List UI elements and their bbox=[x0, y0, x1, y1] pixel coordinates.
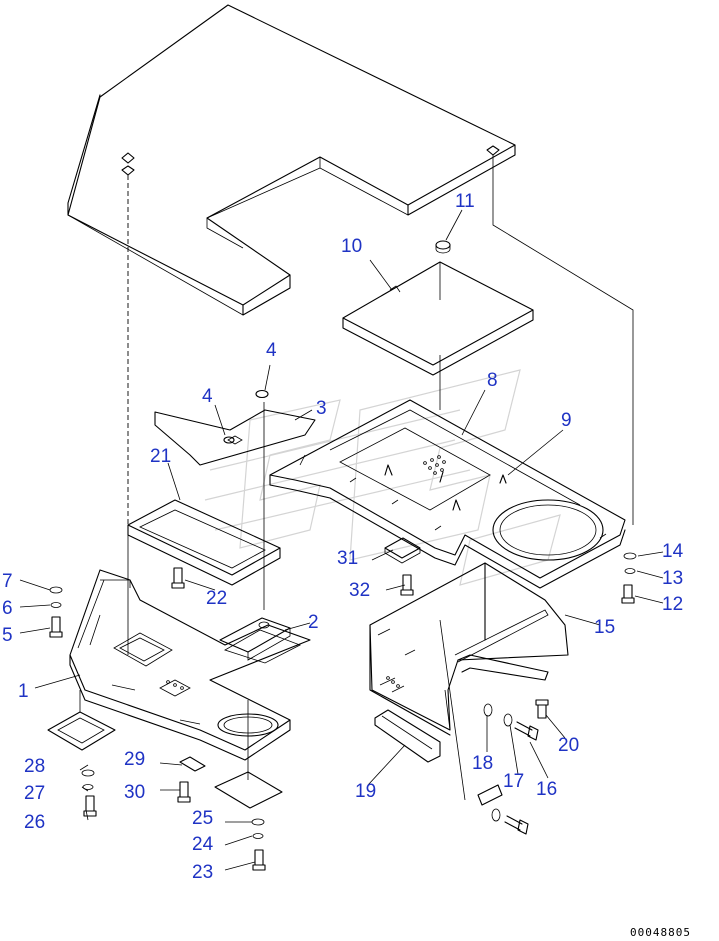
callout-31: 31 bbox=[337, 548, 358, 569]
watermark-logo bbox=[204, 369, 561, 586]
drawing-code: 00048805 bbox=[630, 926, 691, 939]
part-28-pad bbox=[47, 711, 116, 751]
callout-26: 26 bbox=[24, 812, 45, 833]
callout-9: 9 bbox=[561, 410, 572, 431]
part-19-edge-seal bbox=[374, 709, 441, 763]
callout-30: 30 bbox=[124, 782, 145, 803]
callout-21: 21 bbox=[150, 446, 171, 467]
callout-12: 12 bbox=[662, 594, 683, 615]
callout-14: 14 bbox=[662, 541, 684, 562]
callout-8: 8 bbox=[487, 370, 498, 391]
bolts-and-washers bbox=[49, 552, 637, 871]
assembly-guide-lines bbox=[79, 155, 634, 801]
part-4-grommets bbox=[223, 389, 269, 444]
part-23-cover-sheet bbox=[214, 771, 283, 809]
part-8-floor-plate bbox=[269, 399, 626, 589]
callout-25: 25 bbox=[192, 808, 213, 829]
callout-6: 6 bbox=[2, 598, 13, 619]
callout-13: 13 bbox=[662, 568, 683, 589]
callout-29: 29 bbox=[124, 749, 145, 770]
callout-10: 10 bbox=[341, 236, 362, 257]
part-11-grommet bbox=[435, 240, 451, 254]
part-15-side-cover bbox=[369, 562, 569, 736]
callout-32: 32 bbox=[349, 580, 370, 601]
callout-18: 18 bbox=[472, 753, 493, 774]
top-cover-panel bbox=[67, 4, 516, 316]
part-31-plate bbox=[384, 537, 421, 564]
callout-27: 27 bbox=[24, 783, 45, 804]
callout-1: 1 bbox=[18, 681, 29, 702]
callout-5: 5 bbox=[2, 625, 13, 646]
callout-2: 2 bbox=[308, 612, 319, 633]
callout-4-lower: 4 bbox=[202, 386, 213, 407]
callout-16: 16 bbox=[536, 779, 557, 800]
callout-4-upper: 4 bbox=[266, 340, 277, 361]
callout-28: 28 bbox=[24, 756, 45, 777]
callout-7: 7 bbox=[2, 571, 13, 592]
part-3-cover-plate bbox=[154, 409, 316, 466]
callout-23: 23 bbox=[192, 862, 213, 883]
part-1-floor-frame bbox=[69, 569, 311, 761]
callout-3: 3 bbox=[316, 398, 327, 419]
part-10-floor-mat bbox=[342, 261, 534, 376]
part-21-seal-frame bbox=[127, 499, 281, 586]
callout-15: 15 bbox=[594, 617, 615, 638]
callout-19: 19 bbox=[355, 781, 376, 802]
callout-22: 22 bbox=[206, 588, 227, 609]
callout-20: 20 bbox=[558, 735, 579, 756]
leader-lines bbox=[19, 209, 664, 871]
callout-17: 17 bbox=[503, 771, 524, 792]
callout-11: 11 bbox=[455, 191, 475, 212]
part-29-pad bbox=[179, 756, 206, 772]
part-2-bracket bbox=[219, 617, 291, 661]
callout-24: 24 bbox=[192, 834, 214, 855]
callout-labels: 1 2 3 4 4 5 6 7 8 9 10 11 12 13 14 15 16… bbox=[2, 191, 684, 883]
